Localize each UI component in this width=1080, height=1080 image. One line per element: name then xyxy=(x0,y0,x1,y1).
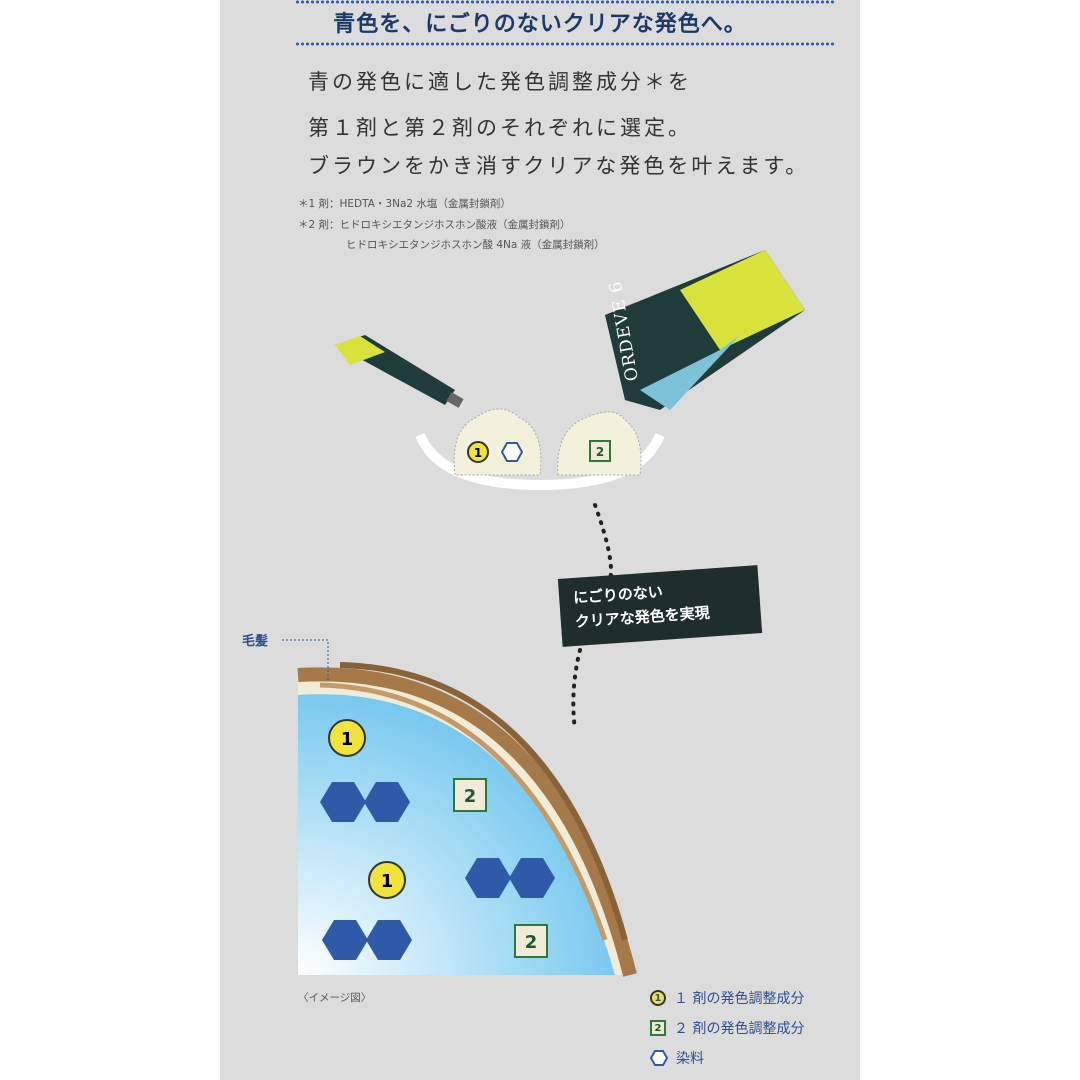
marker-2-label: 2 xyxy=(596,445,604,459)
marker-1-label: 1 xyxy=(381,871,394,892)
hair-label: 毛髪 xyxy=(242,634,269,649)
legend-label: １ 剤の発色調整成分 xyxy=(674,991,805,1007)
bowl-icon: 1 2 xyxy=(415,408,665,491)
hair-cross-section xyxy=(297,662,637,977)
dotted-path xyxy=(571,648,582,732)
illustration: ORDEVE 6 1 2 1 1 2 2 xyxy=(282,250,805,977)
image-caption: 〈イメージ図〉 xyxy=(298,992,372,1004)
dye-hexagons xyxy=(320,782,555,960)
footnote-3: ヒドロキシエタンジホスホン酸 4Na 液（金属封鎖剤） xyxy=(346,239,605,251)
hair-leader-line xyxy=(282,639,329,680)
headline: 青色を、にごりのないクリアな発色へ。 xyxy=(333,12,747,37)
circle-1-icon: 1 xyxy=(650,990,666,1006)
legend-agent-1: 1 １ 剤の発色調整成分 xyxy=(650,988,804,1008)
marker-2-label: 2 xyxy=(464,786,477,807)
footnote-1: ＊1 剤：HEDTA・3Na2 水塩（金属封鎖剤） xyxy=(298,198,511,210)
result-badge: にごりのないクリアな発色を実現 xyxy=(557,565,763,647)
infographic-panel: 青色を、にごりのないクリアな発色へ。 青の発色に適した発色調整成分＊を 第１剤と… xyxy=(220,0,860,1080)
marker-1-label: 1 xyxy=(341,729,354,750)
lead-line-3: ブラウンをかき消すクリアな発色を叶えます。 xyxy=(308,154,810,178)
marker-2-label: 2 xyxy=(525,932,538,953)
tube-icon xyxy=(335,335,464,408)
molecules: 1 1 2 2 xyxy=(320,719,555,960)
legend-label: 染料 xyxy=(676,1051,704,1067)
dotted-path xyxy=(593,503,613,582)
footnote-2: ＊2 剤：ヒドロキシエタンジホスホン酸液（金属封鎖剤） xyxy=(298,219,571,231)
legend-dye: 染料 xyxy=(650,1048,704,1068)
pouch-icon: ORDEVE 6 xyxy=(605,250,805,410)
square-2-icon: 2 xyxy=(650,1020,666,1036)
lead-line-2: 第１剤と第２剤のそれぞれに選定。 xyxy=(308,116,692,140)
legend-label: ２ 剤の発色調整成分 xyxy=(674,1021,805,1037)
hexagon-icon xyxy=(650,1050,668,1066)
marker-1-label: 1 xyxy=(474,446,482,460)
dotted-divider xyxy=(295,42,835,46)
top-dotted-divider xyxy=(295,0,835,4)
legend-agent-2: 2 ２ 剤の発色調整成分 xyxy=(650,1018,804,1038)
lead-line-1: 青の発色に適した発色調整成分＊を xyxy=(308,70,692,94)
